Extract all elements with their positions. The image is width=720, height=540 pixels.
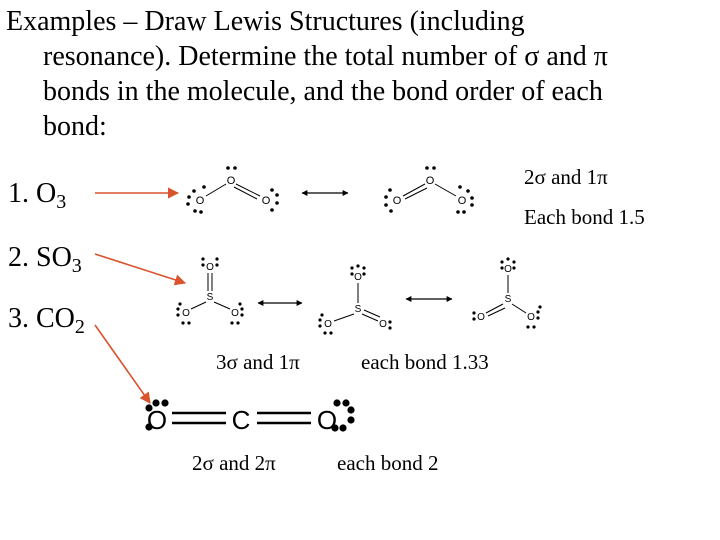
atom-oxygen: O [354,272,362,283]
co2-structure: O C O [145,399,355,435]
co2-pointer-arrow [94,324,151,404]
atom-oxygen: O [227,175,236,187]
item-o3: 1. O3 [8,178,66,214]
so3-structure-b: O S O O [318,264,392,335]
item-subscript: 3 [71,255,82,277]
so3-bond-count: 3σ and 1π [216,350,300,374]
heading-line-4: bond: [43,111,107,142]
atom-oxygen: O [196,195,205,207]
item-number: 1. [8,178,29,209]
co2-bond-count: 2σ and 2π [192,451,276,475]
atom-oxygen: O [458,195,467,207]
item-so3: 2. SO3 [8,242,82,278]
atom-oxygen: O [262,195,271,207]
o3-bond-order: Each bond 1.5 [524,205,645,229]
item-co2: 3. CO2 [8,303,85,339]
atom-carbon: C [232,405,251,435]
so3-bond-order: each bond 1.33 [361,350,489,374]
so3-pointer-arrow [94,253,187,286]
heading-line-3: bonds in the molecule, and the bond orde… [43,76,603,107]
atom-oxygen: O [527,312,535,323]
so3-structure-c: O S O O [472,257,542,329]
item-subscript: 2 [74,316,85,338]
slide-heading: Examples – Draw Lewis Structures (includ… [6,4,706,144]
o3-bond-count: 2σ and 1π [524,165,608,189]
co2-bond-order: each bond 2 [337,451,439,475]
heading-line-1: Examples – Draw Lewis Structures (includ… [6,6,525,37]
atom-oxygen: O [182,308,190,319]
atom-oxygen: O [206,262,214,273]
atom-sulfur: S [355,304,362,315]
item-formula: O [36,178,57,209]
atom-oxygen: O [477,312,485,323]
so3-structure-a: O S O O [176,257,244,325]
atom-oxygen: O [426,175,435,187]
item-number: 3. [8,303,29,334]
item-subscript: 3 [56,191,67,213]
item-number: 2. [8,242,29,273]
atom-oxygen: O [504,264,512,275]
item-formula: CO [36,303,75,334]
atom-oxygen: O [231,308,239,319]
heading-line-2: resonance). Determine the total number o… [43,41,608,72]
item-formula: SO [36,242,72,273]
atom-oxygen: O [379,319,387,330]
atom-oxygen: O [324,319,332,330]
o3-structure-b: O O O [384,166,474,214]
atom-oxygen: O [393,195,402,207]
atom-sulfur: S [505,294,512,305]
o3-structure-a: O O O [186,166,279,214]
atom-sulfur: S [207,292,214,303]
